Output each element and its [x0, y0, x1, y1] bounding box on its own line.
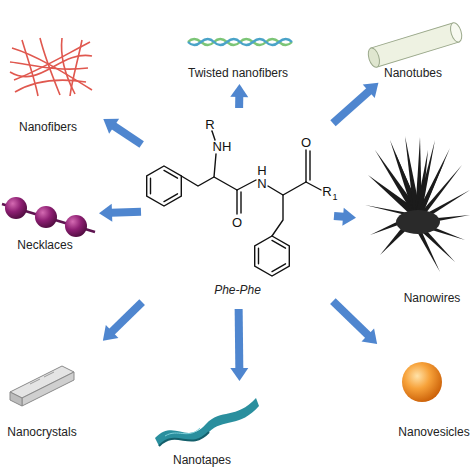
morphology-label: Nanotubes — [360, 66, 466, 80]
nanofiber-mesh — [10, 38, 92, 96]
arrow-head — [362, 329, 378, 345]
arrow-shaft — [111, 212, 141, 213]
nanocrystal-sketch — [10, 366, 74, 406]
arrow-head — [103, 325, 119, 341]
morphology-label: Nanofibers — [5, 120, 91, 134]
morphology-node: Necklaces — [0, 175, 95, 255]
molecule-name: Phe-Phe — [145, 283, 330, 297]
block-arrow — [230, 84, 248, 108]
morphology-label: Necklaces — [0, 238, 90, 252]
nanotube-cylinder — [366, 21, 464, 68]
morphology-node: Nanotapes — [150, 385, 330, 470]
morphology-label: Nanovesicles — [392, 425, 474, 439]
molecule-bonds — [147, 131, 321, 276]
arrow-shaft — [333, 301, 369, 336]
morphology-label: Twisted nanofibers — [170, 66, 306, 80]
atom-label: O — [301, 136, 311, 149]
block-arrow — [103, 119, 141, 145]
arrow-head — [230, 368, 248, 381]
arrow-shaft — [333, 91, 369, 124]
block-arrow — [103, 302, 142, 341]
arrow-shaft — [235, 309, 244, 369]
nanotape-ribbon — [155, 398, 259, 446]
nanowire-spikes — [365, 136, 470, 272]
atom-label: O — [232, 216, 242, 229]
morphology-node: Nanovesicles — [380, 340, 474, 445]
arrow-shaft — [235, 96, 243, 108]
morphology-node: Nanotubes — [360, 20, 470, 80]
twisted-fiber — [188, 39, 292, 45]
morphology-node: Twisted nanofibers — [170, 25, 310, 80]
arrow-shaft — [111, 302, 142, 332]
atom-label: H — [257, 164, 266, 177]
morphology-node: Nanowires — [360, 135, 474, 310]
arrow-head — [99, 204, 112, 222]
morphology-label: Nanowires — [390, 291, 474, 305]
arrow-head — [230, 84, 248, 97]
block-arrow — [334, 208, 356, 226]
atom-label: R — [322, 185, 331, 198]
atom-label: N — [257, 177, 266, 190]
arrow-head — [342, 208, 356, 226]
atom-label: 1 — [332, 191, 337, 204]
arrow-shaft — [334, 212, 344, 221]
nanovesicle-sphere — [402, 362, 442, 402]
arrow-head — [363, 83, 379, 98]
block-arrow — [333, 83, 378, 124]
arrow-shaft — [113, 126, 141, 145]
morphology-node: Nanofibers — [5, 35, 100, 135]
morphology-node: Nanocrystals — [0, 340, 100, 445]
atom-label: R — [205, 118, 214, 131]
block-arrow — [333, 301, 377, 344]
morphology-label: Nanocrystals — [0, 425, 84, 439]
necklace-beads — [2, 197, 95, 237]
arrow-head — [103, 119, 119, 134]
atom-label: NH — [213, 140, 232, 153]
morphology-label: Nanotapes — [150, 453, 254, 467]
block-arrow — [230, 309, 248, 381]
block-arrow — [99, 204, 141, 222]
